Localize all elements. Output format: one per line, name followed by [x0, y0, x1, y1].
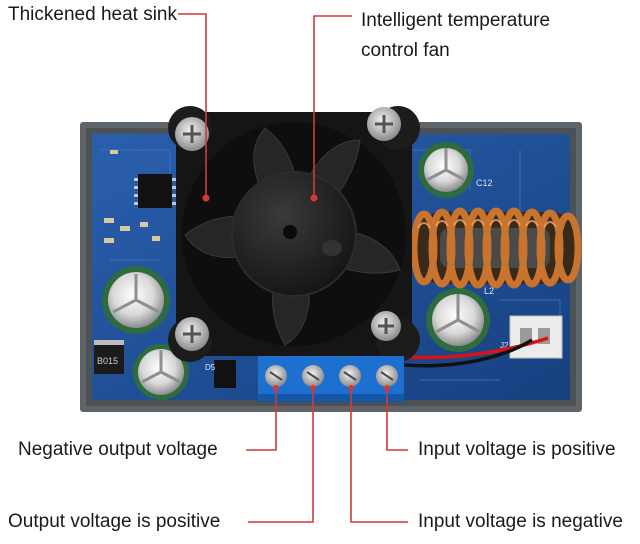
label-negative-input: Input voltage is negative — [418, 511, 623, 532]
label-positive-output: Output voltage is positive — [8, 511, 221, 532]
label-fan-line2: control fan — [361, 40, 450, 61]
label-negative-output: Negative output voltage — [18, 439, 218, 460]
ic-chip — [138, 174, 172, 208]
capacitor-icon — [133, 344, 189, 400]
l2-marking: L2 — [484, 286, 494, 296]
label-heat-sink: Thickened heat sink — [8, 4, 177, 25]
pointer-positive-input — [386, 388, 408, 451]
mounting-screw — [175, 317, 209, 351]
pointer-negative-output — [246, 388, 277, 451]
mounting-screw — [175, 117, 209, 151]
pointer-positive-output — [248, 388, 314, 523]
pointer-fan — [313, 15, 352, 196]
copper-inductor-coil-icon — [410, 207, 582, 289]
diode-marking: B015 — [97, 356, 118, 366]
mounting-screw — [367, 107, 401, 141]
capacitor-icon — [418, 142, 474, 198]
pointer-negative-input — [350, 388, 408, 523]
label-positive-input: Input voltage is positive — [418, 439, 616, 460]
d5-marking: D5 — [205, 363, 216, 372]
screw-terminal-icon — [258, 356, 404, 402]
j2-marking: J2 — [500, 341, 509, 350]
cooling-fan-icon — [168, 106, 420, 362]
capacitor-icon — [102, 266, 170, 334]
label-temperature-fan: Intelligent temperature control fan — [361, 6, 550, 66]
diode — [94, 340, 124, 374]
pointer-heat-sink — [178, 13, 207, 196]
label-fan-line1: Intelligent temperature — [361, 10, 551, 31]
pointer-lines — [178, 13, 408, 523]
fan-connector — [509, 315, 563, 359]
capacitor-icon — [426, 288, 490, 352]
mounting-screw — [371, 311, 401, 341]
c12-marking: C12 — [476, 178, 493, 188]
